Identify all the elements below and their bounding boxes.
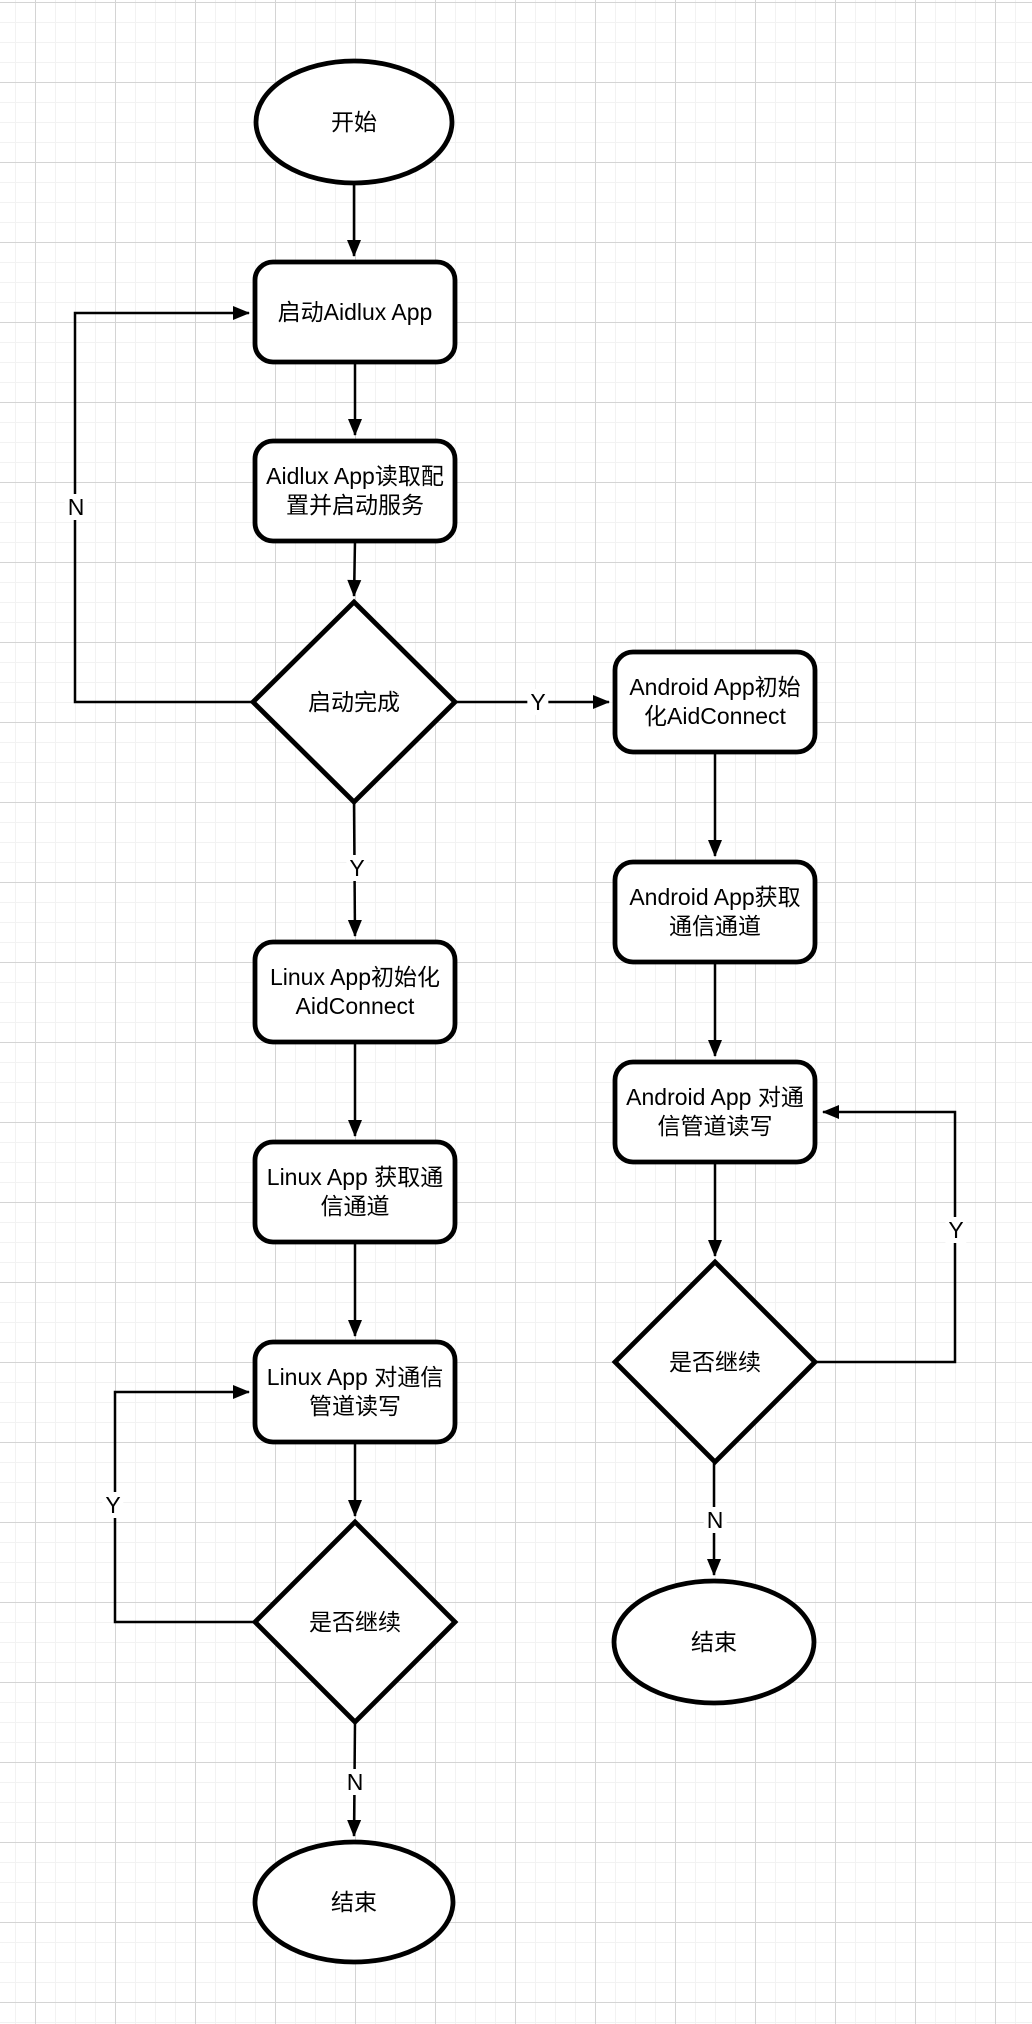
- node-linux-rw-label: Linux App 对通信 管道读写: [266, 1364, 444, 1419]
- node-android-channel-shape[interactable]: [612, 859, 818, 965]
- edge-label-startup-no: N: [64, 494, 88, 520]
- node-linux-channel-shape[interactable]: [252, 1139, 458, 1245]
- edge-label-startup-yes-down: Y: [346, 855, 368, 881]
- node-start-shape[interactable]: [253, 58, 455, 186]
- node-startup-done-shape[interactable]: [249, 598, 459, 806]
- node-linux-end-shape[interactable]: [252, 1839, 456, 1965]
- edge-label-linux-loop-yes: Y: [102, 1492, 124, 1518]
- node-android-init-shape[interactable]: [612, 649, 818, 755]
- node-android-rw-shape[interactable]: [612, 1059, 818, 1165]
- edge-readconfig-to-startupdone[interactable]: [347, 540, 362, 597]
- edge-androidcontinue-yes-loop-to-androidrw[interactable]: [815, 1105, 957, 1364]
- node-android-continue-label: 是否继续: [669, 1348, 761, 1375]
- node-read-config-label: Aidlux App读取配 置并启动服务: [266, 463, 444, 518]
- edge-label-android-no: N: [703, 1507, 727, 1533]
- node-android-end-shape[interactable]: [611, 1578, 817, 1706]
- node-android-continue-shape[interactable]: [611, 1258, 819, 1466]
- node-android-init-label: Android App初始 化AidConnect: [629, 674, 801, 729]
- edge-label-linux-no: N: [343, 1769, 367, 1795]
- node-android-channel-label: Android App获取 通信通道: [629, 884, 801, 939]
- node-android-end-label: 结束: [691, 1628, 737, 1655]
- node-launch-aidlux-shape[interactable]: [252, 259, 458, 365]
- edge-linuxcontinue-yes-loop-to-linuxrw[interactable]: [113, 1385, 255, 1624]
- edge-label-startup-yes-right: Y: [527, 689, 549, 715]
- node-linux-continue-shape[interactable]: [251, 1518, 459, 1726]
- node-linux-init-label: Linux App初始化 AidConnect: [269, 964, 441, 1019]
- edge-startupdone-no-loop-to-launch[interactable]: [73, 306, 253, 704]
- node-read-config-shape[interactable]: [252, 438, 458, 544]
- node-linux-continue-label: 是否继续: [309, 1608, 401, 1635]
- edge-label-android-loop-yes: Y: [945, 1217, 967, 1243]
- node-linux-end-label: 结束: [331, 1888, 377, 1915]
- node-start-label: 开始: [331, 108, 377, 135]
- node-startup-done-label: 启动完成: [308, 688, 400, 715]
- node-android-rw-label: Android App 对通 信管道读写: [626, 1084, 804, 1139]
- node-linux-channel-label: Linux App 获取通 信通道: [266, 1164, 444, 1219]
- node-linux-rw-shape[interactable]: [252, 1339, 458, 1445]
- node-linux-init-shape[interactable]: [252, 939, 458, 1045]
- node-launch-aidlux-label: 启动Aidlux App: [277, 298, 433, 325]
